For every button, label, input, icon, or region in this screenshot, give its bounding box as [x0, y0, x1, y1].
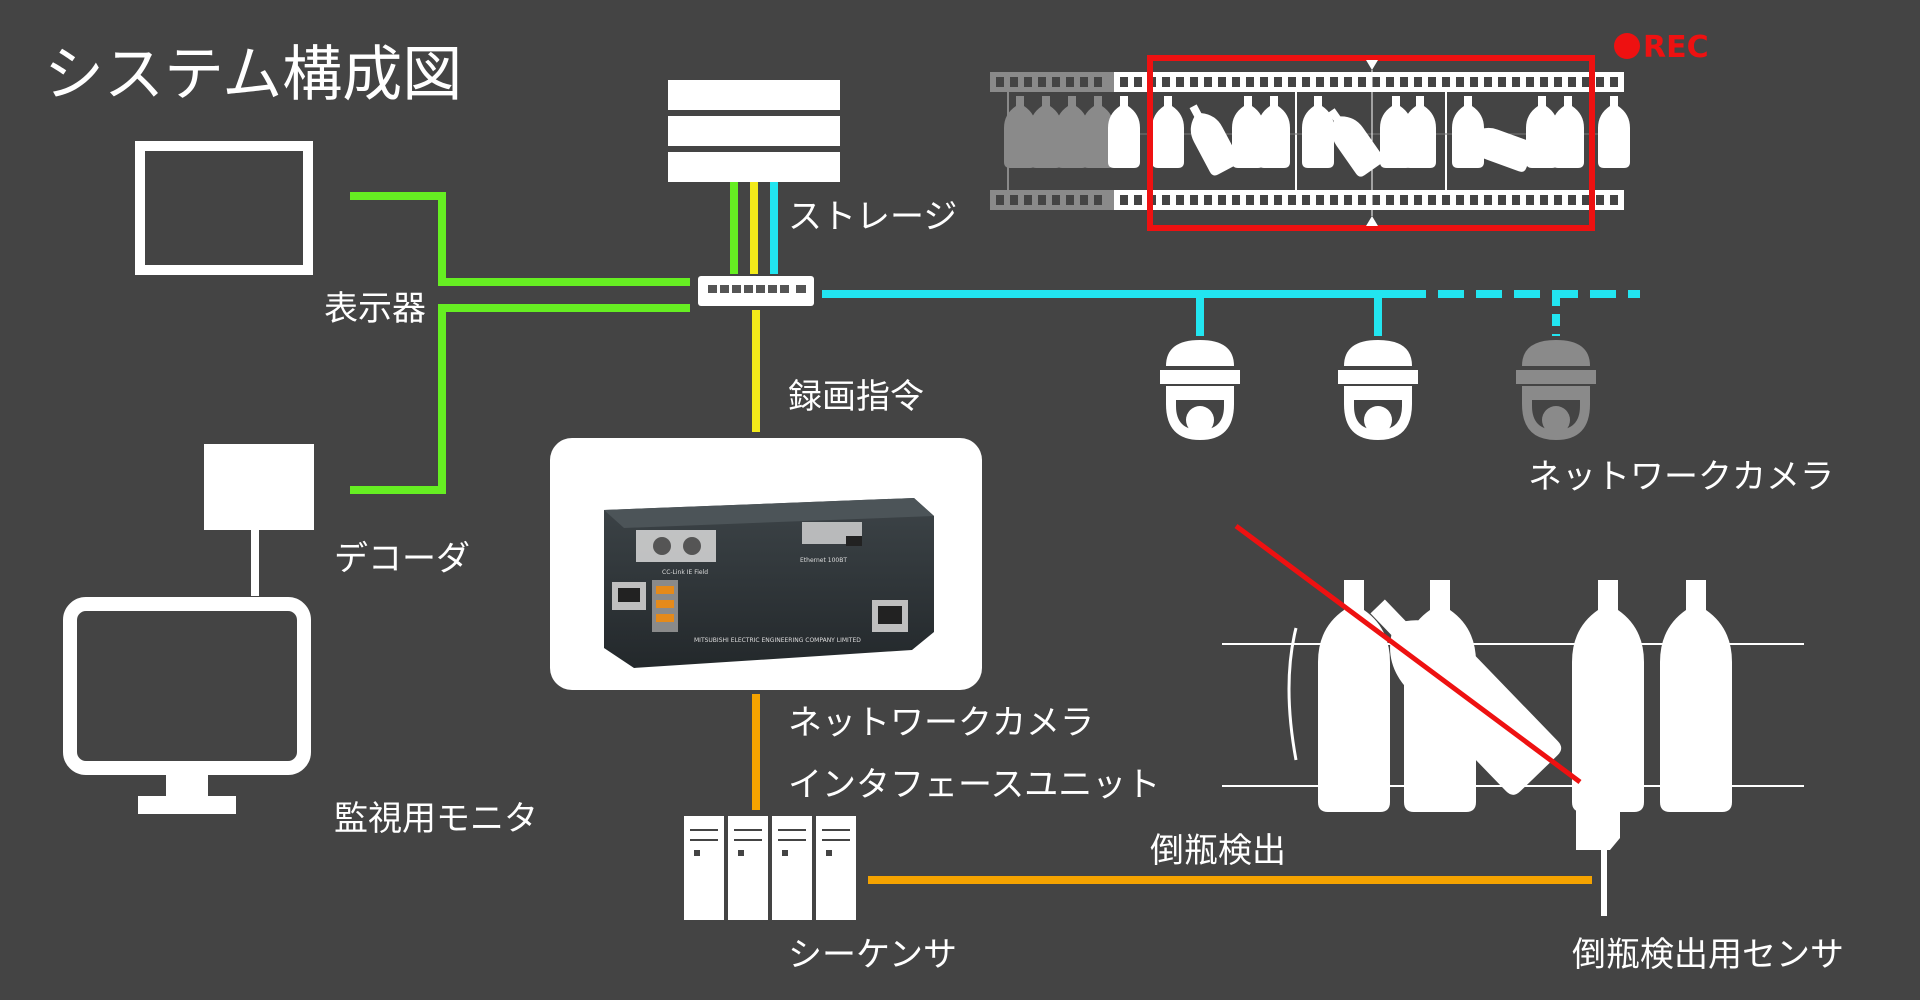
device-link-text: CC-Link IE Field: [662, 569, 708, 576]
network-camera-icon-1: [1160, 340, 1240, 440]
conveyor-scene: [1222, 523, 1804, 916]
monitor-icon: [63, 597, 311, 814]
fall-sensor-icon: [1576, 786, 1620, 916]
device-maker-text: MITSUBISHI ELECTRIC ENGINEERING COMPANY …: [694, 637, 861, 644]
green-lines: [350, 192, 690, 494]
fall-sensor-label: 倒瓶検出用センサ: [1572, 935, 1844, 975]
rec-indicator-icon: [1614, 33, 1640, 59]
monitor-label: 監視用モニタ: [334, 799, 538, 839]
display-icon: [135, 141, 313, 275]
storage-label: ストレージ: [788, 197, 957, 237]
sequencer-label: シーケンサ: [788, 935, 957, 975]
recording-frame: [1147, 55, 1595, 231]
interface-unit-label-line1: ネットワークカメラ: [788, 703, 1094, 743]
decoder-icon: [204, 444, 314, 530]
network-camera-icon-2: [1338, 340, 1418, 440]
display-label: 表示器: [324, 289, 426, 329]
interface-unit-label-line2: インタフェースユニット: [788, 765, 1160, 805]
detection-beam: [1234, 523, 1582, 785]
rec-label: REC: [1643, 30, 1709, 65]
storage-icon: [668, 80, 840, 182]
record-command-label: 録画指令: [788, 377, 924, 417]
device-ethernet-text: Ethernet 100BT: [800, 557, 847, 564]
sequencer-icon: [684, 816, 856, 920]
network-camera-icon-3: [1516, 340, 1596, 440]
orange-lines: [752, 694, 1592, 884]
interface-unit-device: CC-Link IE Field Ethernet 100BT MITSUBIS…: [550, 438, 982, 690]
page-title: システム構成図: [44, 40, 462, 110]
camera-network-line: [822, 290, 1640, 336]
switch-hub-icon: [698, 276, 814, 306]
decoder-label: デコーダ: [334, 539, 470, 579]
fall-detect-label: 倒瓶検出: [1150, 831, 1286, 871]
network-camera-label: ネットワークカメラ: [1528, 457, 1834, 497]
film-strip: [990, 55, 1630, 231]
storage-cables: [730, 182, 778, 274]
